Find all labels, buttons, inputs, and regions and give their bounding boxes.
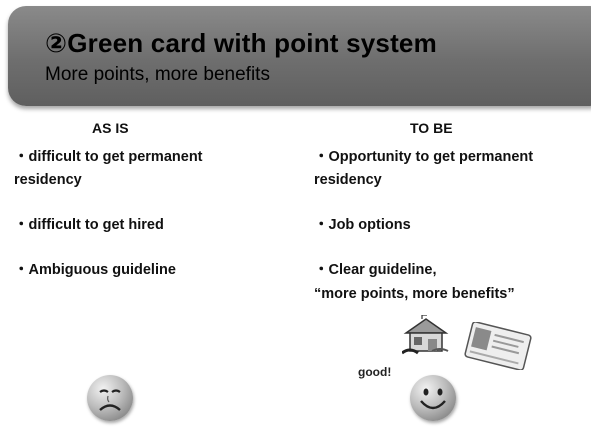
to-be-item-3-line-1: ・Clear guideline, [314, 262, 437, 278]
to-be-item-2: ・Job options [314, 217, 411, 233]
to-be-heading: TO BE [410, 120, 453, 136]
green-card-icon [462, 321, 534, 371]
smiley-face-icon [410, 375, 456, 421]
good-label: good! [358, 365, 392, 379]
sad-face-icon [87, 375, 133, 421]
house-icon [401, 314, 450, 357]
to-be-item-3-line-2: “more points, more benefits” [314, 286, 515, 302]
as-is-heading: AS IS [92, 120, 129, 136]
as-is-item-1-line-2: residency [14, 172, 82, 188]
as-is-item-2: ・difficult to get hired [14, 217, 164, 233]
to-be-item-1-line-2: residency [314, 172, 382, 188]
slide-subtitle: More points, more benefits [45, 64, 270, 85]
as-is-item-3: ・Ambiguous guideline [14, 262, 176, 278]
as-is-item-1-line-1: ・difficult to get permanent [14, 149, 203, 165]
title-banner [8, 6, 591, 106]
to-be-item-1-line-1: ・Opportunity to get permanent [314, 149, 534, 165]
slide-title: ②Green card with point system [45, 28, 437, 58]
